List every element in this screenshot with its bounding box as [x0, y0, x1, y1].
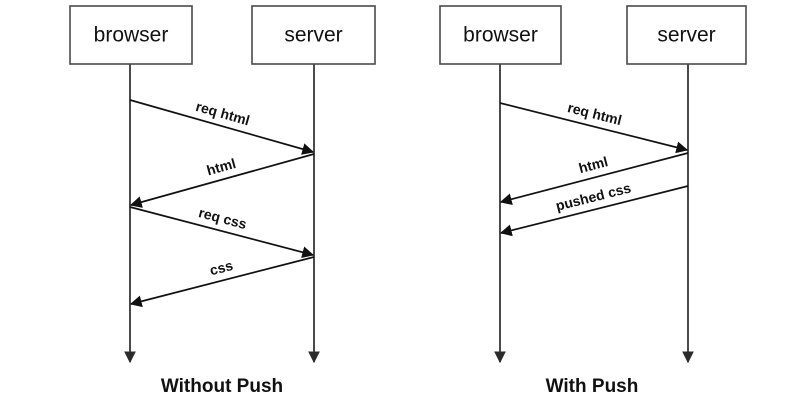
participant-label-browser: browser — [463, 24, 538, 47]
message-label: req html — [194, 98, 252, 128]
participant-label-server: server — [657, 24, 715, 47]
message-label: css — [208, 257, 235, 278]
diagram-without-push: browser server req html html req css cssWitho… — [69, 5, 376, 397]
participant-box-browser[interactable] — [439, 5, 562, 65]
message-arrow[interactable] — [129, 99, 315, 155]
caption-without-push: Without Push — [161, 376, 283, 397]
participant-label-server: server — [284, 24, 342, 47]
message-without-push-1[interactable]: html — [129, 153, 315, 208]
participant-server[interactable]: server — [626, 5, 747, 364]
message-label: req css — [197, 204, 249, 232]
message-arrow[interactable] — [129, 256, 315, 308]
message-with-push-0[interactable]: req html — [499, 99, 689, 154]
participant-box-server[interactable] — [626, 5, 747, 65]
message-with-push-1[interactable]: html — [499, 152, 689, 206]
participant-box-server[interactable] — [251, 5, 376, 65]
message-without-push-2[interactable]: req css — [129, 204, 315, 259]
message-arrow[interactable] — [129, 153, 315, 208]
message-label: req html — [566, 99, 623, 128]
message-label: html — [577, 153, 610, 176]
message-arrow[interactable] — [129, 206, 315, 259]
participant-label-browser: browser — [94, 24, 169, 47]
message-arrow[interactable] — [499, 185, 689, 237]
participant-browser[interactable]: browser — [69, 5, 193, 364]
message-without-push-3[interactable]: css — [129, 256, 315, 308]
message-arrow[interactable] — [499, 152, 689, 206]
message-label: html — [205, 155, 238, 178]
message-arrow[interactable] — [499, 102, 689, 154]
participant-browser[interactable]: browser — [439, 5, 562, 364]
diagram-with-push: browser server req html html pushed cssWith … — [439, 5, 747, 397]
participant-box-browser[interactable] — [69, 5, 193, 65]
participant-server[interactable]: server — [251, 5, 376, 364]
message-with-push-2[interactable]: pushed css — [499, 179, 689, 237]
caption-with-push: With Push — [546, 376, 639, 397]
diagram-render-root: browser server req html html req css cssWitho… — [69, 5, 747, 397]
message-without-push-0[interactable]: req html — [129, 98, 315, 155]
